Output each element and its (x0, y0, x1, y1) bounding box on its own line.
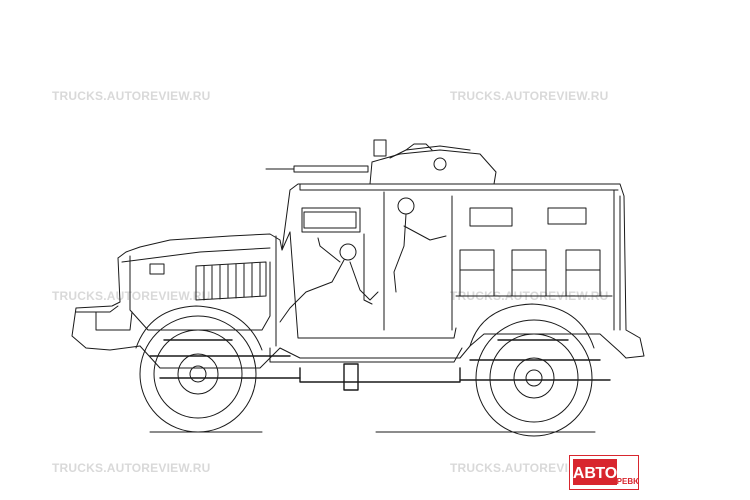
watermark-text: TRUCKS.AUTOREVIEW.RU (450, 89, 609, 103)
watermark-text: TRUCKS.AUTOREVIEW.RU (450, 461, 609, 475)
logo-main-text: АВТО (573, 465, 617, 482)
front-vent-grille (149, 261, 267, 301)
interior-crew-seats (279, 197, 613, 323)
watermark-text: TRUCKS.AUTOREVIEW.RU (52, 461, 211, 475)
chassis-suspension (149, 339, 611, 391)
watermark-text: TRUCKS.AUTOREVIEW.RU (52, 89, 211, 103)
vehicle-hull (71, 183, 645, 369)
logo-sub-text: РЕВЮ (617, 477, 639, 486)
watermark-text: TRUCKS.AUTOREVIEW.RU (52, 289, 211, 303)
front-wheel (135, 305, 263, 433)
autoreview-logo: АВТО РЕВЮ (569, 455, 639, 490)
roof-turret (265, 139, 497, 185)
vehicle-windows (301, 207, 587, 233)
rear-wheel (469, 303, 595, 437)
